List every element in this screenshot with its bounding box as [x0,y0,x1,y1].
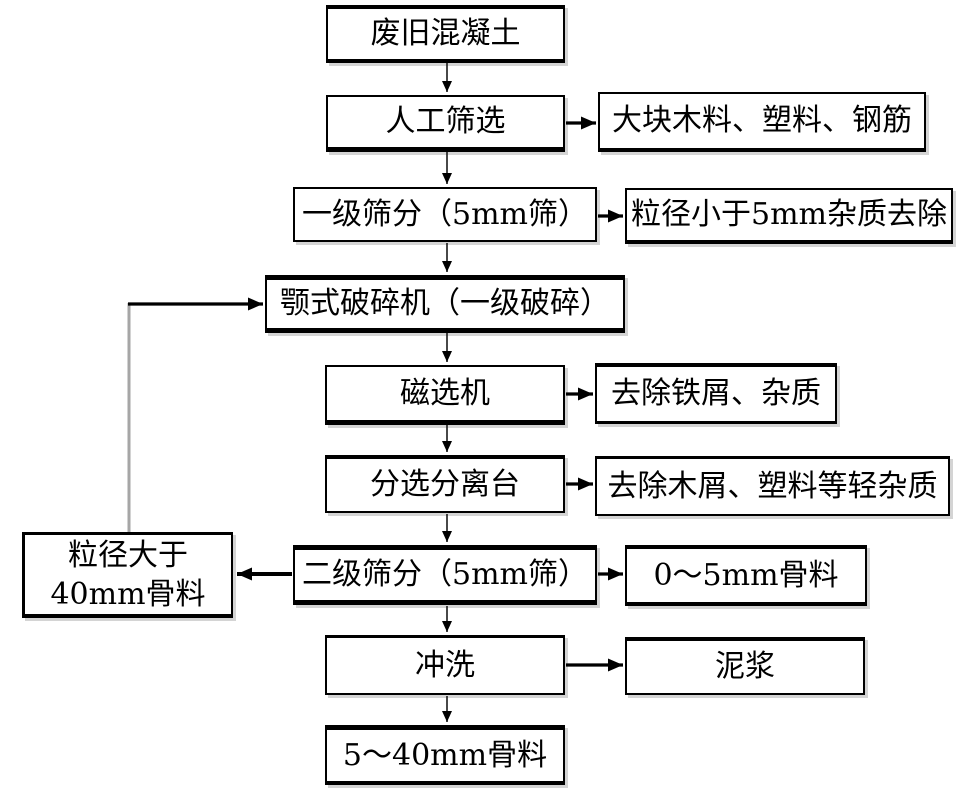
flow-node-waste-concrete: 废旧混凝土 [326,5,565,63]
flow-node-sorting-table: 分选分离台 [325,455,565,513]
flow-node-slurry: 泥浆 [625,637,865,695]
flow-node-large-debris: 大块木料、塑料、钢筋 [598,92,926,152]
over-40mm-line2: 40mm骨料 [50,576,206,612]
flow-node-aggregate-0-5: 0～5mm骨料 [625,545,867,606]
flow-node-magnetic-separator: 磁选机 [325,365,565,425]
flow-node-washing: 冲洗 [325,635,565,695]
flow-node-remove-iron: 去除铁屑、杂质 [595,363,837,424]
over-40mm-line1: 粒径大于 [68,537,188,573]
flow-node-under5mm-removed: 粒径小于5mm杂质去除 [625,188,953,244]
flow-node-manual-screening: 人工筛选 [326,95,565,152]
flow-node-aggregate-5-40: 5～40mm骨料 [325,725,565,785]
flow-node-remove-light: 去除木屑、塑料等轻杂质 [595,456,950,516]
flow-node-secondary-screening: 二级筛分（5mm筛） [293,545,597,605]
flow-node-over-40mm: 粒径大于 40mm骨料 [22,532,233,618]
flow-node-primary-screening: 一级筛分（5mm筛） [293,187,597,242]
flow-node-jaw-crusher: 颚式破碎机（一级破碎） [265,275,625,333]
